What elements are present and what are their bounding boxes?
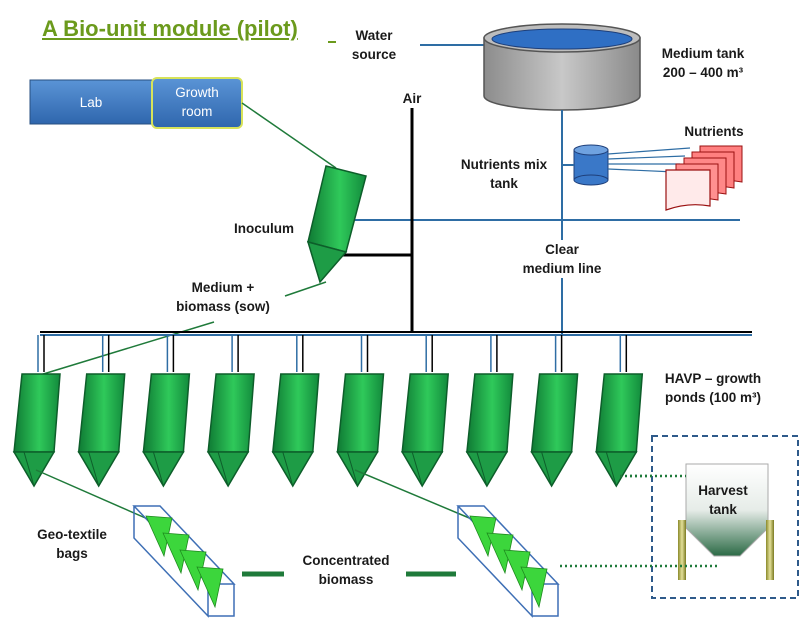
medium-biomass-label: Medium +biomass (sow) — [176, 280, 270, 314]
air-label: Air — [402, 91, 422, 106]
diagram-title: A Bio-unit module (pilot) — [42, 16, 298, 41]
medium-tank — [483, 23, 641, 111]
harvest-tank — [678, 463, 774, 580]
geo-textile-bag — [132, 505, 236, 618]
harvest-area — [651, 435, 799, 599]
havp-pond — [465, 335, 514, 488]
havp-pond — [206, 335, 255, 488]
havp-pond — [594, 335, 644, 488]
havp-pond — [271, 335, 320, 488]
havp-pond — [77, 335, 126, 488]
havp-pond — [400, 335, 450, 488]
havp-pond — [530, 335, 579, 488]
nutrients-packs — [665, 145, 743, 211]
lab-label: Lab — [79, 95, 103, 110]
nutrients-label: Nutrients — [684, 124, 744, 139]
inoculum-vessel — [306, 165, 367, 284]
havp-pond — [12, 335, 61, 488]
geo-textile-bag — [456, 505, 560, 618]
geo-textile-bags-group — [132, 505, 560, 618]
inoculum-label: Inoculum — [234, 221, 294, 236]
havp-pond — [142, 335, 191, 488]
havp-ponds — [12, 335, 644, 488]
havp-pond — [336, 335, 385, 488]
nutrients-mix-tank — [562, 144, 609, 186]
